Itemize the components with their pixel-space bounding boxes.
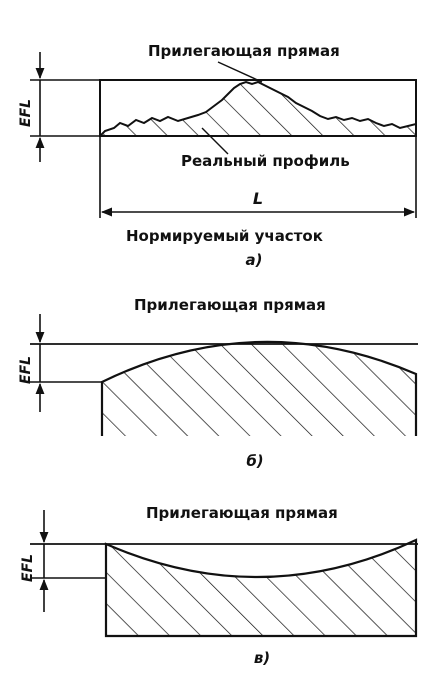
adjacent-line-label-b: Прилегающая прямая [134,296,326,314]
adjacent-line-label-c: Прилегающая прямая [146,504,338,522]
convex-profile-body [100,340,418,436]
real-profile-leader [201,127,229,155]
panel-caption-c: в) [254,649,270,667]
panel-c: Прилегающая прямая EFL в) [20,504,418,667]
adjacent-line-leader-a [217,61,263,83]
panel-a: Прилегающая прямая Реальный профиль EFL … [18,42,417,269]
real-profile-shape [100,80,416,136]
length-symbol: L [253,189,263,208]
efl-label-a: EFL [18,99,34,127]
panel-b: Прилегающая прямая EFL б) [18,296,418,470]
efl-label-c: EFL [20,554,36,582]
panel-caption-a: а) [246,251,263,269]
adjacent-line-label-a: Прилегающая прямая [148,42,340,60]
efl-label-b: EFL [18,356,34,384]
normalized-section-label: Нормируемый участок [126,227,323,245]
real-profile-label: Реальный профиль [181,152,350,170]
panel-caption-b: б) [246,452,263,470]
concave-profile-body [104,538,418,638]
